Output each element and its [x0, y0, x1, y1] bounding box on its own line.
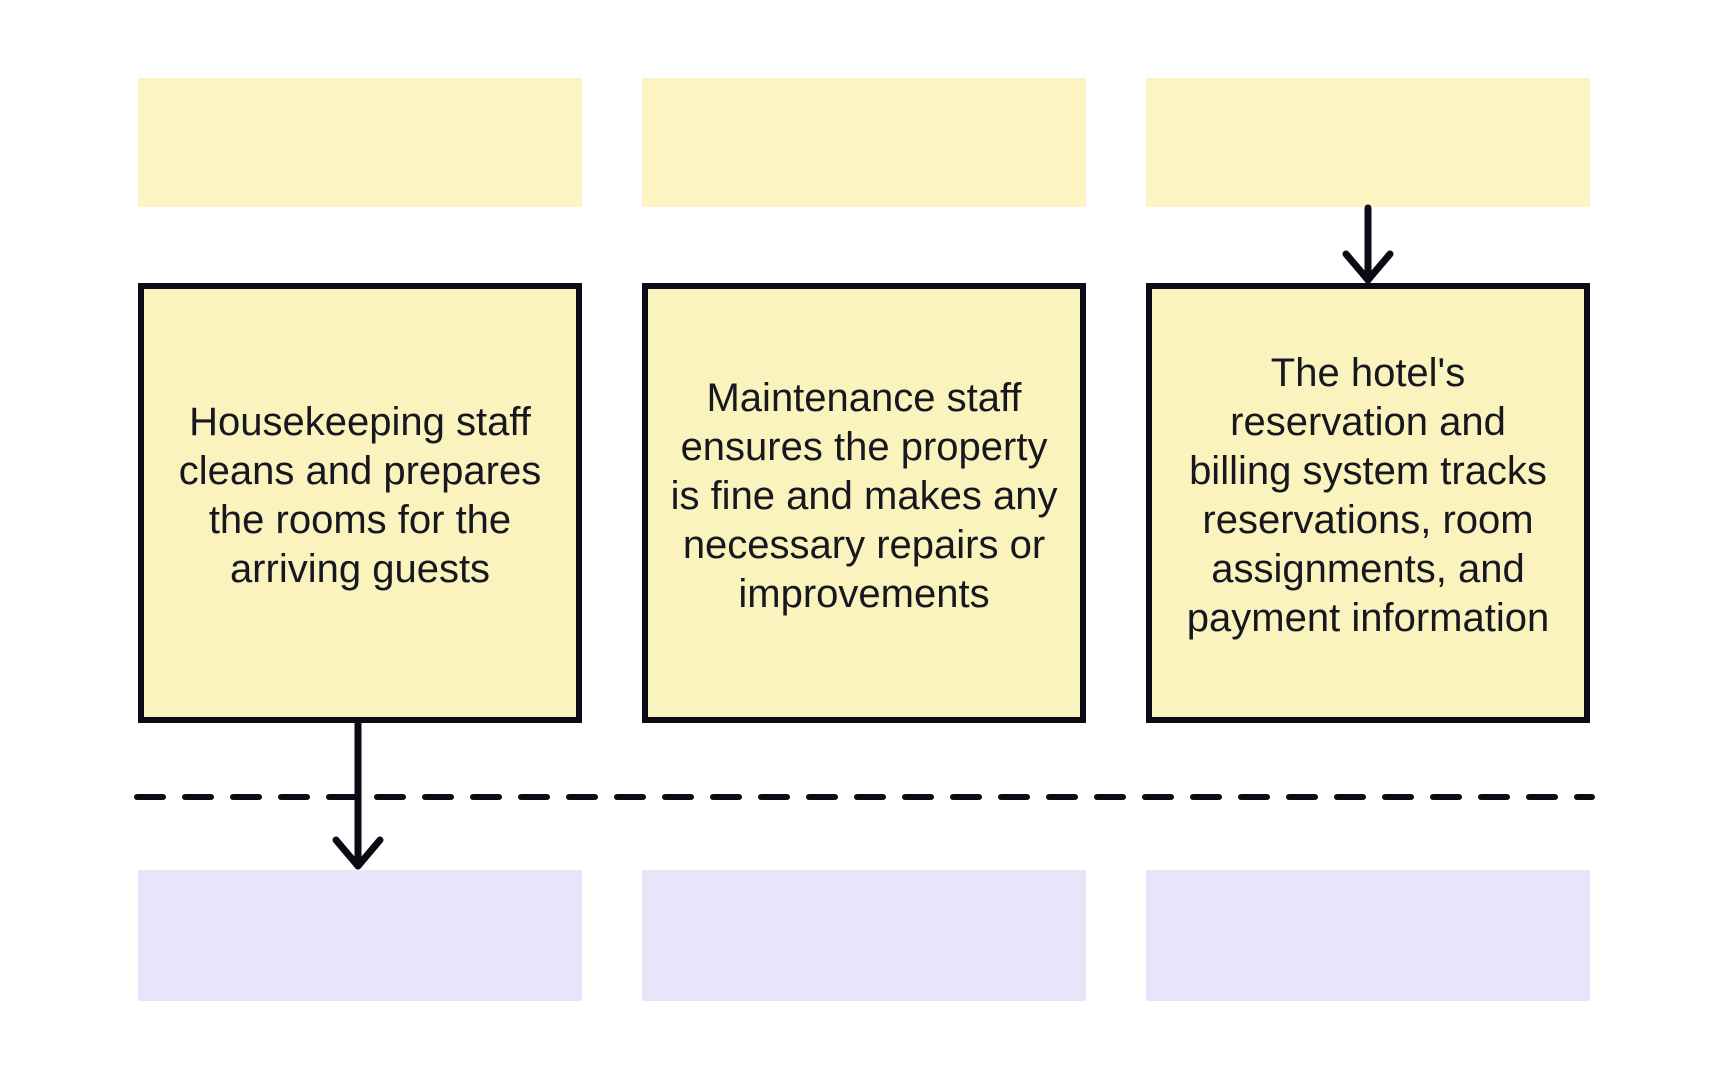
- arrow-down-icon: [332, 723, 384, 870]
- bottom-placeholder-2[interactable]: [642, 870, 1086, 1001]
- note-card-text: Housekeeping staff cleans and prepares t…: [178, 400, 542, 591]
- note-card-housekeeping[interactable]: Housekeeping staff cleans and prepares t…: [138, 283, 582, 723]
- bottom-placeholder-1[interactable]: [138, 870, 582, 1001]
- bottom-placeholder-3[interactable]: [1146, 870, 1590, 1001]
- top-placeholder-2[interactable]: [642, 78, 1086, 207]
- arrow-down-icon: [1342, 204, 1394, 284]
- top-placeholder-3[interactable]: [1146, 78, 1590, 207]
- note-card-maintenance[interactable]: Maintenance staff ensures the property i…: [642, 283, 1086, 723]
- note-card-text: Maintenance staff ensures the property i…: [670, 375, 1058, 616]
- note-card-reservation-billing[interactable]: The hotel's reservation and billing syst…: [1146, 283, 1590, 723]
- top-placeholder-1[interactable]: [138, 78, 582, 207]
- note-card-text: The hotel's reservation and billing syst…: [1186, 351, 1550, 640]
- dashed-divider: [134, 794, 1595, 800]
